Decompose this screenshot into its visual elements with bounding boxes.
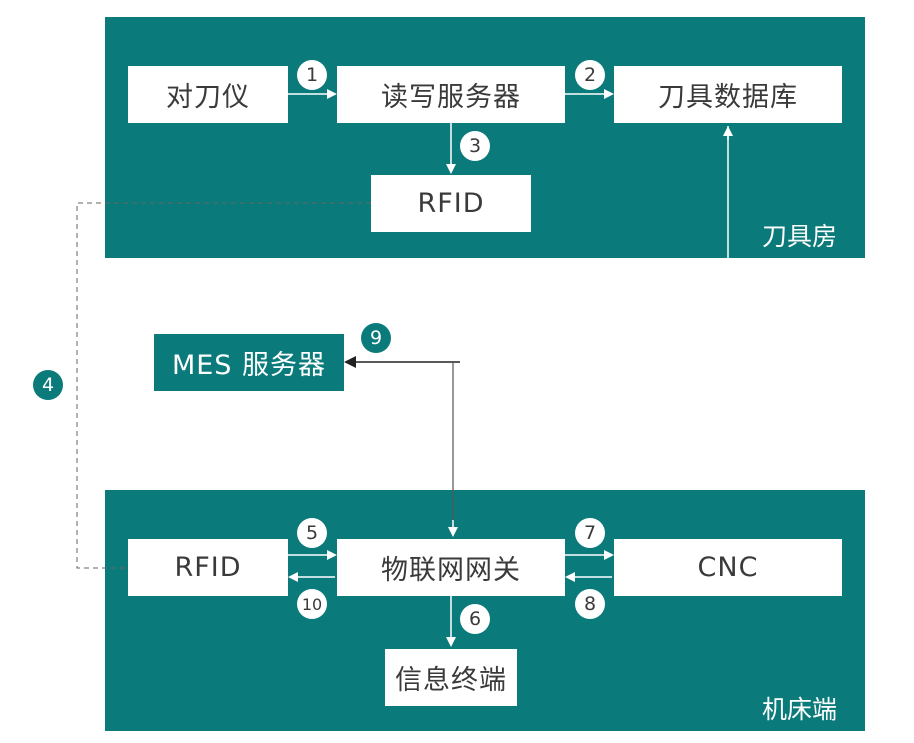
step-badge-9: 9: [361, 323, 391, 353]
step-badge-6: 6: [460, 604, 490, 634]
step-badge-5: 5: [297, 518, 327, 548]
step-badge-7: 7: [575, 518, 605, 548]
step-badge-3: 3: [460, 131, 490, 161]
tool-room-label: 刀具房: [762, 222, 838, 251]
dashed-rfid-link: [76, 202, 371, 569]
tooldb-mes-line: [345, 126, 729, 363]
step-badge-10: 10: [297, 589, 327, 619]
rw-server-box: 读写服务器: [337, 66, 565, 123]
step-badge-1: 1: [297, 60, 327, 90]
mes-server-box: MES 服务器: [154, 334, 344, 391]
info-terminal-box: 信息终端: [385, 649, 517, 706]
presetter-box: 对刀仪: [128, 66, 288, 123]
rfid-top-box: RFID: [371, 175, 531, 232]
step-badge-4: 4: [33, 370, 63, 400]
iot-gateway-box: 物联网网关: [337, 539, 565, 596]
cnc-box: CNC: [614, 539, 842, 596]
rfid-bottom-box: RFID: [128, 539, 288, 596]
machine-side-label: 机床端: [762, 695, 838, 724]
step-badge-2: 2: [575, 60, 605, 90]
step-badge-8: 8: [575, 589, 605, 619]
tool-db-box: 刀具数据库: [614, 66, 842, 123]
